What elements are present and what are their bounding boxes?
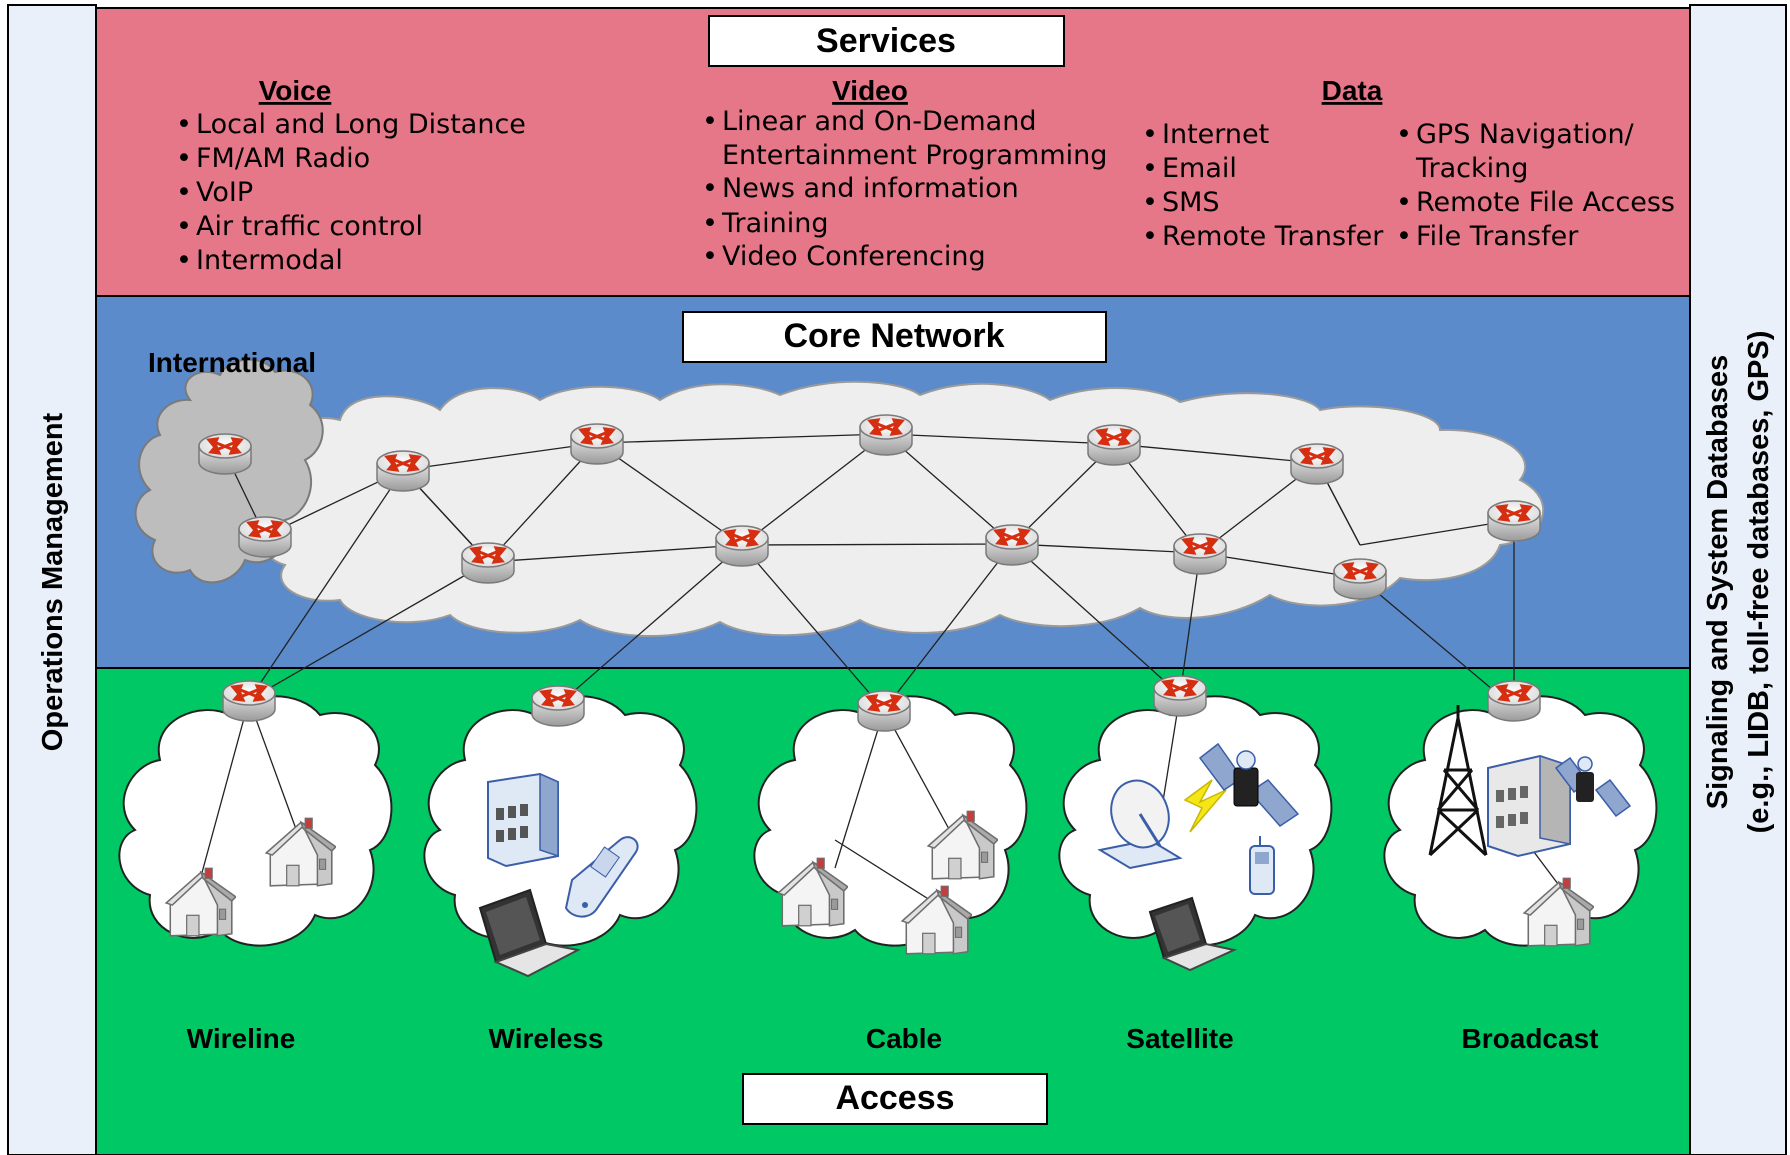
router-icon bbox=[1289, 442, 1345, 486]
list-item: • bbox=[176, 211, 192, 242]
list-item: Tracking bbox=[1415, 153, 1528, 184]
list-item: Email bbox=[1162, 153, 1237, 184]
router-icon bbox=[714, 524, 770, 568]
access-title-box bbox=[742, 1073, 1048, 1125]
data-list: •Internet •Email •SMS •Remote Transfer •… bbox=[1142, 119, 1675, 252]
list-item: • bbox=[176, 245, 192, 276]
router-icon bbox=[984, 523, 1040, 567]
voice-heading: Voice bbox=[259, 75, 332, 106]
list-item: Intermodal bbox=[196, 245, 343, 276]
satellite-dish-icon bbox=[1097, 779, 1183, 870]
core-network-title: Core Network bbox=[783, 317, 1004, 355]
signaling-databases-bar bbox=[1689, 4, 1787, 1155]
list-item: Video Conferencing bbox=[722, 241, 986, 272]
access-network-labels: Wireline Wireless Cable Satellite Broadc… bbox=[187, 1023, 1599, 1054]
router-icon bbox=[375, 449, 431, 493]
router-icon bbox=[1332, 557, 1388, 601]
list-item: VoIP bbox=[196, 177, 253, 208]
list-item: • bbox=[176, 143, 192, 174]
list-item: SMS bbox=[1162, 187, 1220, 218]
signaling-databases-label: Signaling and System Databases bbox=[1702, 355, 1734, 809]
list-item: • bbox=[1396, 187, 1412, 218]
list-item: Training bbox=[721, 208, 829, 239]
laptop-icon bbox=[478, 888, 582, 978]
router-icon bbox=[237, 515, 293, 559]
wireline-label: Wireline bbox=[187, 1023, 296, 1054]
list-item: • bbox=[1142, 153, 1158, 184]
list-item: Linear and On-Demand bbox=[722, 106, 1036, 137]
list-item: FM/AM Radio bbox=[196, 143, 370, 174]
access-title: Access bbox=[835, 1079, 954, 1117]
video-list: •Linear and On-Demand Entertainment Prog… bbox=[702, 106, 1107, 272]
list-item: • bbox=[176, 109, 192, 140]
data-heading: Data bbox=[1322, 75, 1383, 106]
router-icon bbox=[1486, 679, 1542, 723]
list-item: • bbox=[1142, 119, 1158, 150]
list-item: • bbox=[702, 208, 718, 239]
router-icon bbox=[197, 432, 253, 476]
router-icon bbox=[1486, 499, 1542, 543]
list-item: News and information bbox=[722, 173, 1019, 204]
core-network-title-box bbox=[682, 311, 1107, 363]
router-icon bbox=[460, 541, 516, 585]
router-icon bbox=[1086, 423, 1142, 467]
server-icon bbox=[487, 772, 559, 868]
router-icon bbox=[221, 679, 277, 723]
lightning-bolt-icon bbox=[1183, 779, 1227, 833]
router-icon bbox=[1152, 674, 1208, 718]
list-item: • bbox=[1142, 221, 1158, 252]
list-item: Internet bbox=[1162, 119, 1269, 150]
router-icon bbox=[530, 684, 586, 728]
operations-management-label: Operations Management bbox=[37, 412, 69, 751]
international-label: International bbox=[148, 347, 316, 378]
satellite-label: Satellite bbox=[1126, 1023, 1233, 1054]
satellite-icon bbox=[1554, 756, 1632, 818]
router-icon bbox=[569, 422, 625, 466]
cable-label: Cable bbox=[866, 1023, 942, 1054]
list-item: • bbox=[1396, 119, 1412, 150]
broadcast-tower-icon bbox=[1428, 705, 1488, 857]
list-item: • bbox=[702, 106, 718, 137]
router-icon bbox=[1172, 532, 1228, 576]
list-item: Remote File Access bbox=[1416, 187, 1675, 218]
voice-list: •Local and Long Distance •FM/AM Radio •V… bbox=[176, 109, 526, 276]
list-item: • bbox=[702, 241, 718, 272]
list-item: • bbox=[176, 177, 192, 208]
router-icon bbox=[858, 413, 914, 457]
list-item: • bbox=[702, 173, 718, 204]
router-icon bbox=[856, 689, 912, 733]
satellite-icon bbox=[1198, 742, 1300, 827]
list-item: Air traffic control bbox=[196, 211, 423, 242]
wireless-label: Wireless bbox=[489, 1023, 604, 1054]
list-item: File Transfer bbox=[1416, 221, 1579, 252]
list-item: Remote Transfer bbox=[1162, 221, 1384, 252]
list-item: • bbox=[1396, 221, 1412, 252]
mobile-phone-icon bbox=[564, 836, 639, 918]
list-item: • bbox=[1142, 187, 1158, 218]
building-icon bbox=[1487, 754, 1571, 858]
broadcast-label: Broadcast bbox=[1462, 1023, 1599, 1054]
services-title: Services bbox=[816, 22, 956, 60]
list-item: Local and Long Distance bbox=[196, 109, 526, 140]
cell-phone-icon bbox=[1249, 836, 1275, 895]
laptop-icon bbox=[1148, 896, 1238, 972]
operations-management-bar bbox=[7, 4, 97, 1155]
signaling-databases-examples: (e.g., LIDB, toll-free databases, GPS) bbox=[1743, 331, 1775, 834]
list-item: Entertainment Programming bbox=[722, 140, 1107, 171]
video-heading: Video bbox=[832, 75, 908, 106]
services-title-box bbox=[708, 15, 1065, 67]
list-item: GPS Navigation/ bbox=[1416, 119, 1635, 150]
